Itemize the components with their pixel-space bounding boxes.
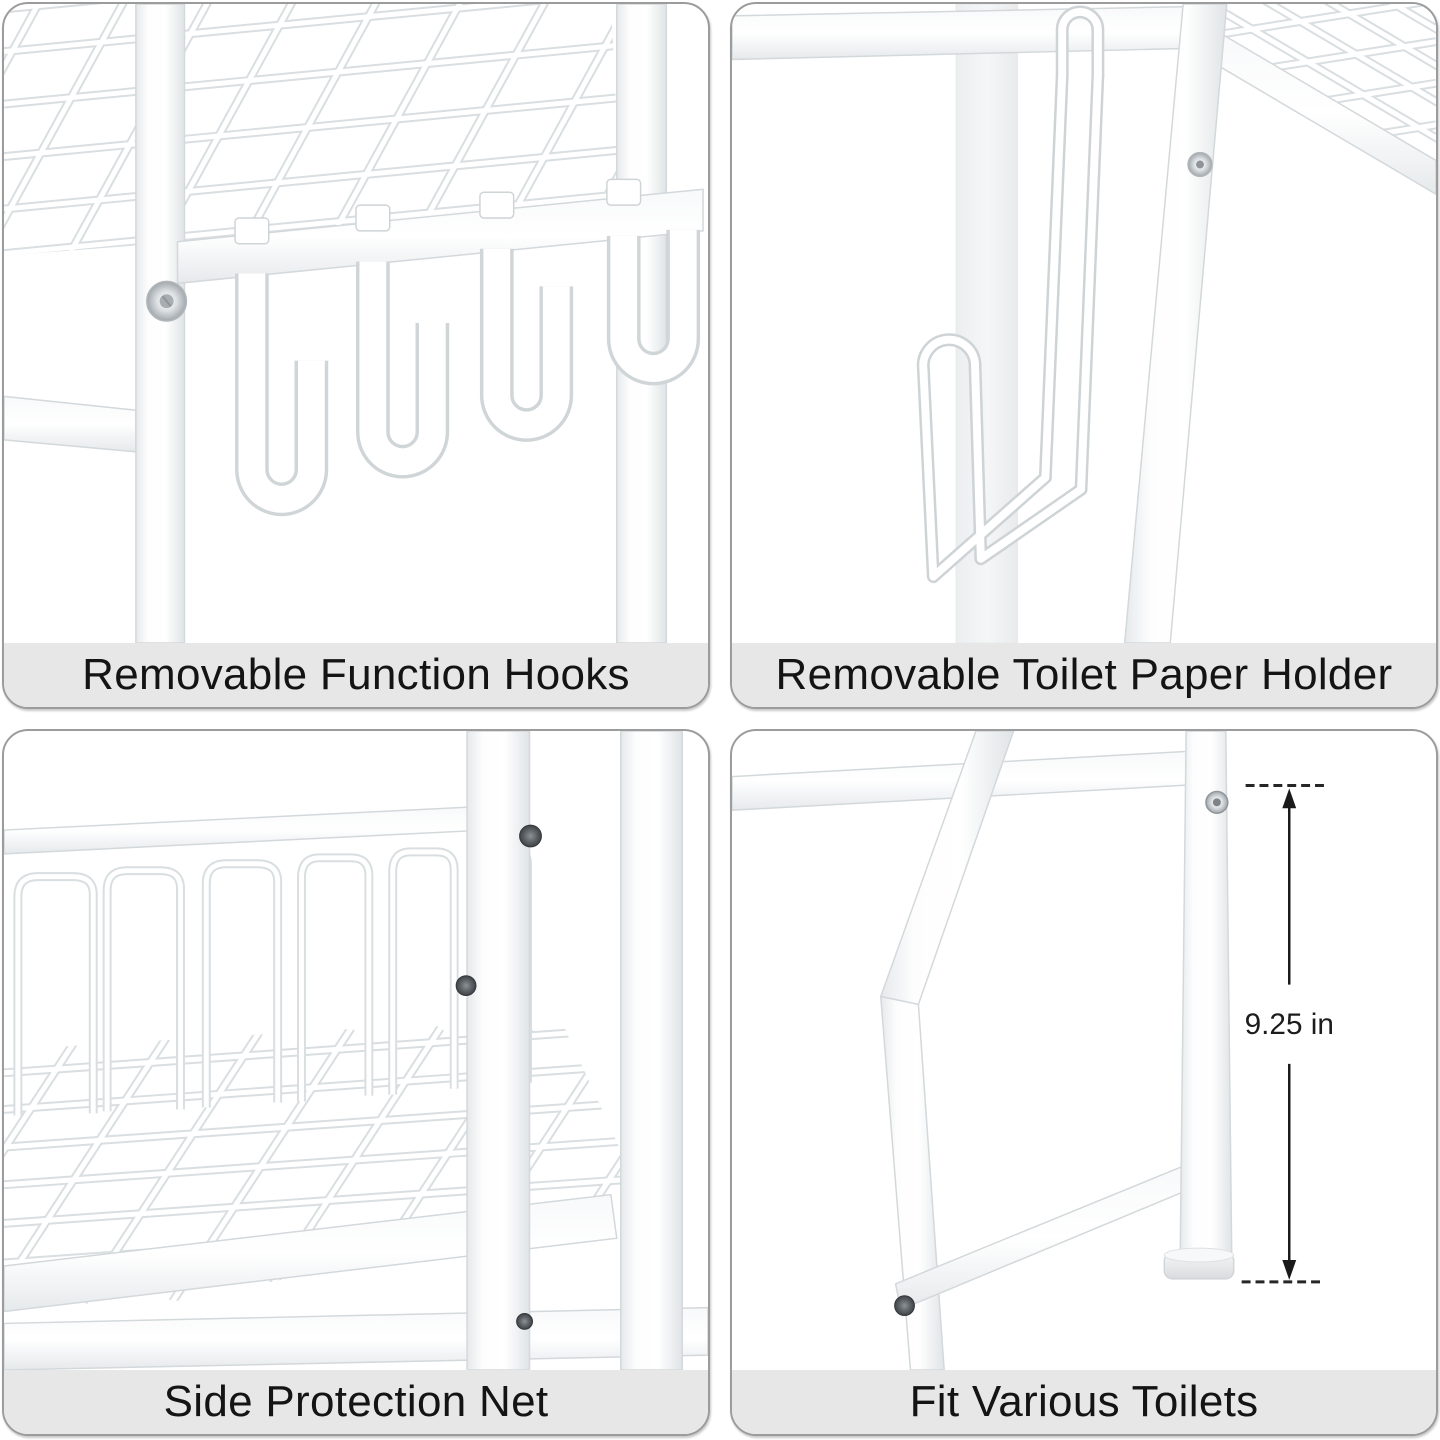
front-post [1123,4,1228,643]
panel-removable-function-hooks: Removable Function Hooks [2,2,710,709]
screw-icon [1187,151,1213,178]
protection-net-loops [13,847,528,1115]
hooks-photo [4,4,708,643]
panel-side-protection-net: Side Protection Net [2,729,710,1436]
side-protection-net-photo [4,731,708,1370]
main-post [466,731,531,1370]
measurement-annotation: 9.25 in [1241,784,1334,1284]
screw-icon [455,975,477,997]
toilet-paper-holder-icon [916,5,1105,584]
shelf-front-rail [4,1193,618,1313]
caption-side-protection-net: Side Protection Net [4,1370,708,1434]
adjustable-foot [1163,1247,1235,1280]
caption-fit-various-toilets: Fit Various Toilets [732,1370,1436,1434]
screw-icon [516,1313,533,1330]
function-hook-icon [606,229,701,386]
screw-icon [519,824,542,848]
function-hook-icon [356,261,450,479]
panel-fit-various-toilets: 9.25 in Fit Various Toilets [730,729,1438,1436]
outer-right-leg [620,731,683,1370]
lower-crossbar [4,1306,708,1370]
panel-removable-toilet-paper-holder: Removable Toilet Paper Holder [730,2,1438,709]
hook-bar [176,188,704,285]
dimension-label: 9.25 in [1245,1008,1334,1041]
screw-icon [146,280,188,322]
caption-removable-toilet-paper-holder: Removable Toilet Paper Holder [732,643,1436,707]
top-bar [732,5,1221,61]
function-hook-icon [235,273,329,517]
diagonal-brace [894,1163,1187,1311]
fit-various-toilets-photo: 9.25 in [732,731,1436,1370]
screw-icon [894,1295,915,1317]
left-leg [135,4,186,643]
shelf-edge-left [4,395,137,453]
top-rail [4,805,487,855]
function-hook-icon [479,248,574,442]
hook-caps [234,178,642,245]
caption-removable-function-hooks: Removable Function Hooks [4,643,708,707]
toilet-paper-holder-photo [732,4,1436,643]
screw-icon [1205,790,1229,814]
